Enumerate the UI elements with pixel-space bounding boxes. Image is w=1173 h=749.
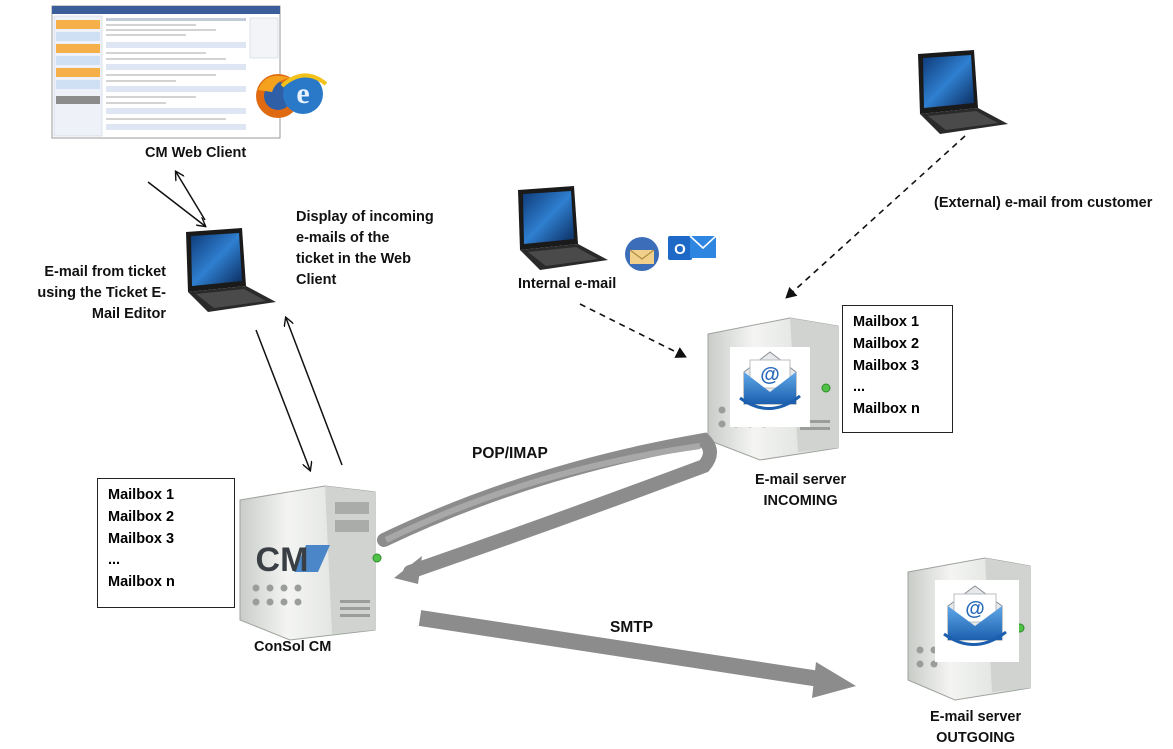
mailbox-item: Mailbox 3 [108,530,175,547]
outgoing-email-server: @ [907,557,1031,701]
mail-client-icons: O [625,235,717,271]
web-client-screenshot [51,5,281,139]
svg-text:O: O [674,241,686,258]
mailbox-item: Mailbox 3 [853,357,920,374]
mailbox-item: ... [108,552,121,569]
consol-cm-label: ConSol CM [254,639,332,655]
mailbox-item: Mailbox 1 [853,314,920,330]
incoming-mailbox-list: Mailbox 1 Mailbox 2 Mailbox 3 ... Mailbo… [842,305,953,433]
mailbox-item: Mailbox 1 [108,487,175,503]
mailbox-item: Mailbox 2 [108,508,175,525]
outgoing-server-label: E-mail server OUTGOING [930,709,1022,747]
mailbox-item: ... [853,379,866,396]
email-envelope-icon: @ [943,585,1007,646]
external-email-label: (External) e-mail from customer [934,195,1153,211]
incoming-server-label: E-mail server INCOMING [755,472,847,510]
consol-cm-server [239,485,382,641]
internal-email-arrow [579,303,687,358]
pop-imap-arrow [377,432,717,584]
smtp-label: SMTP [610,619,654,636]
smtp-arrow [418,610,856,698]
cm-logo-text: CM [256,541,309,579]
display-incoming-label: Display of incoming e-mails of the ticke… [296,209,434,289]
mailbox-item: Mailbox n [108,574,175,590]
svg-text:e: e [296,77,309,110]
pop-imap-label: POP/IMAP [472,445,548,462]
cm-mailbox-list: Mailbox 1 Mailbox 2 Mailbox 3 ... Mailbo… [97,478,235,608]
laptop-internal [518,186,608,270]
laptop-agent [186,228,276,312]
mailbox-item: Mailbox n [853,401,920,417]
mailbox-item: Mailbox 2 [853,335,920,352]
external-email-arrow [785,135,966,299]
browser-icons: e [256,73,328,118]
web-client-label: CM Web Client [145,145,247,161]
incoming-email-server: @ [707,317,839,461]
agent-cm-arrows [255,318,343,470]
webclient-agent-arrows [147,172,205,226]
email-envelope-icon: @ [739,351,801,410]
email-from-ticket-label: E-mail from ticket using the Ticket E- M… [37,264,166,323]
svg-text:@: @ [965,598,985,620]
laptop-external [918,50,1008,134]
svg-text:@: @ [760,364,780,386]
internal-email-label: Internal e-mail [518,276,617,292]
